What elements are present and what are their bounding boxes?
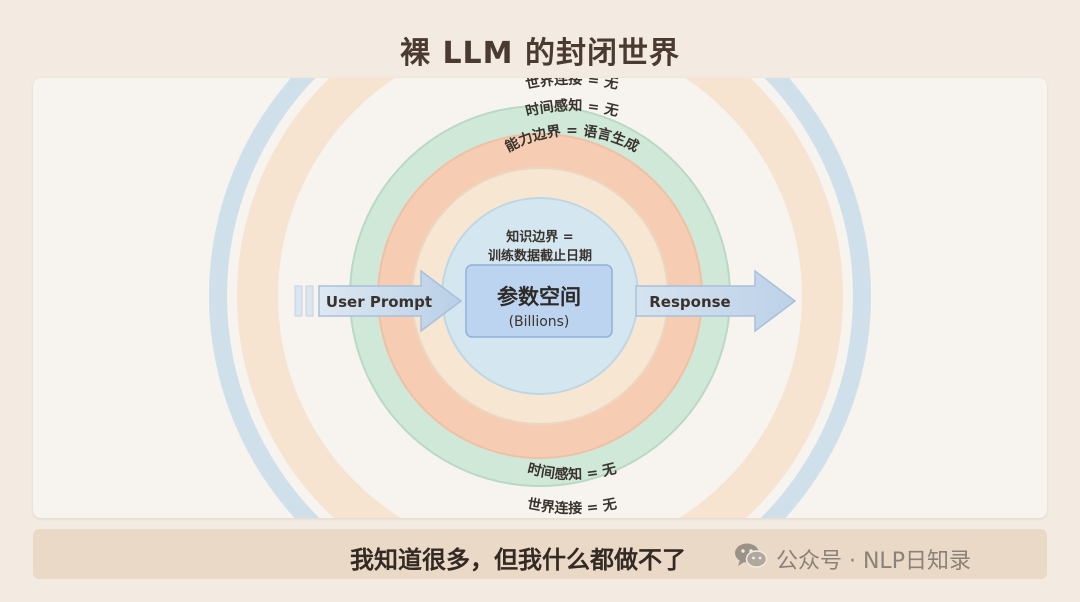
world-connection-bottom-label: 世界连接 = 无 [526,495,618,517]
page-title: 裸 LLM 的封闭世界 [400,36,680,71]
caption-text: 我知道很多，但我什么都做不了 [350,546,686,574]
arrow-tail-stripe-2 [305,285,314,317]
time-awareness-bottom-label: 时间感知 = 无 [526,460,618,483]
parameter-space-subtitle: (Billions) [509,314,570,330]
closed-world-diagram: 世界连接 = 无 时间感知 = 无 能力边界 = 语言生成 时间感知 = 无 世… [209,78,871,518]
wechat-icon [734,542,768,576]
user-prompt-arrow: User Prompt [294,269,463,333]
knowledge-boundary-line1: 知识边界 = [506,229,573,245]
time-awareness-top-label: 时间感知 = 无 [524,97,620,120]
diagram-panel: 世界连接 = 无 时间感知 = 无 能力边界 = 语言生成 时间感知 = 无 世… [33,78,1047,518]
response-arrow: Response [635,269,797,333]
parameter-space-box [465,264,613,338]
watermark: 公众号 · NLP日知录 [734,542,971,576]
parameter-space-title: 参数空间 [497,285,581,309]
world-connection-top-label: 世界连接 = 无 [524,78,620,93]
caption-bar [33,529,1047,579]
user-prompt-label: User Prompt [326,293,432,311]
watermark-text: 公众号 · NLP日知录 [776,549,971,574]
arrow-tail-stripe-1 [294,285,303,317]
output-arrow-shape [635,269,797,333]
knowledge-boundary-line2: 训练数据截止日期 [488,248,592,264]
input-arrow-shape [318,269,463,333]
response-label: Response [649,293,730,311]
